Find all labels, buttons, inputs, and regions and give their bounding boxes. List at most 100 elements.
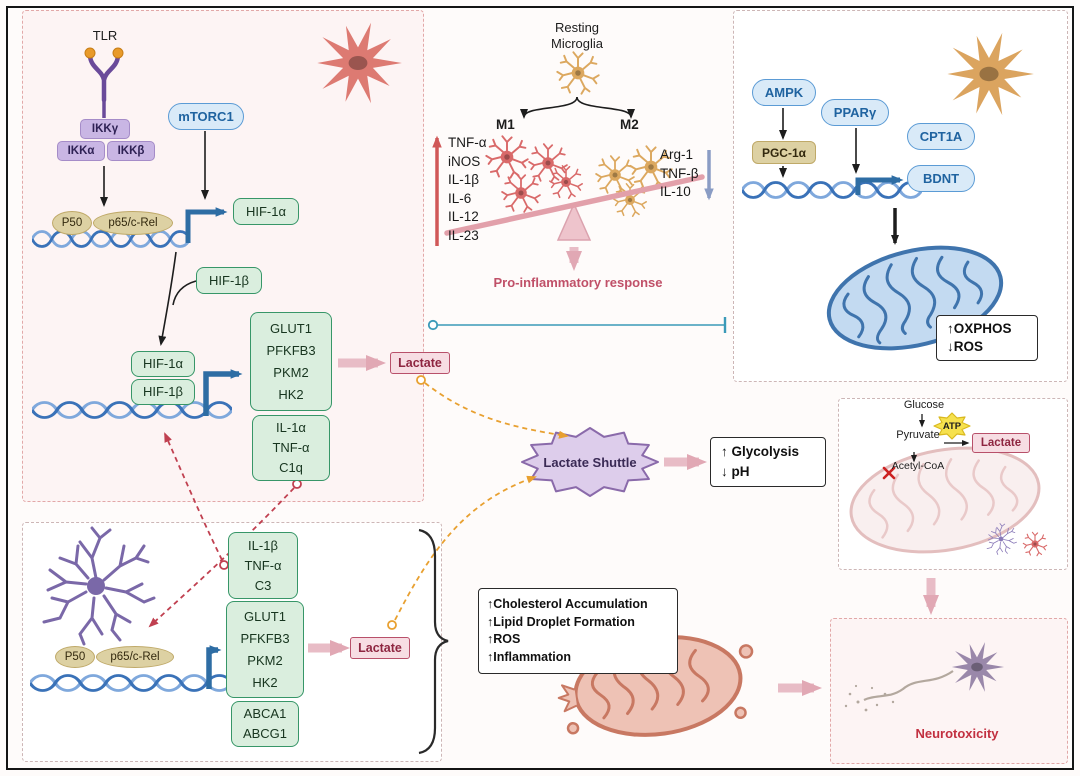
ikk-gamma-box: IKKγ — [80, 119, 130, 139]
oxphos-ros-box: ↑OXPHOS ↓ROS — [936, 315, 1038, 361]
m1-marker-list: TNF-α iNOS IL-1β IL-6 IL-12 IL-23 — [448, 134, 510, 245]
astro-p65-crel-box: p65/c-Rel — [96, 646, 174, 668]
seesaw-icon — [444, 174, 705, 241]
activated-microglia-icon — [317, 22, 402, 104]
m2-marker-list: Arg-1 TNF-β IL-10 — [660, 146, 722, 202]
hif1b-box: HIF-1β — [196, 267, 262, 294]
hif1a-box-2: HIF-1α — [131, 351, 195, 377]
lactate-box-astrocyte: Lactate — [350, 637, 410, 659]
acetyl-coa-label: Acetyl-CoA — [891, 460, 945, 472]
resting-line2: Microglia — [550, 36, 603, 51]
cpt1a-box: CPT1A — [907, 123, 975, 150]
gene-label: GLUT1 — [270, 320, 312, 336]
gene-label: PKM2 — [273, 364, 309, 380]
p65-crel-box: p65/c-Rel — [93, 211, 173, 235]
resting-microglia-label: Resting Microglia — [537, 20, 617, 52]
marker-label: Arg-1 — [660, 147, 694, 162]
astro-panel-arrows — [206, 640, 350, 689]
grouping-brace — [418, 528, 449, 755]
dna-strand-icon — [32, 230, 190, 248]
marker-label: IL-23 — [448, 227, 479, 243]
glycolysis-ph-box: ↑ Glycolysis ↓ pH — [710, 437, 826, 487]
polarization-arrows — [520, 96, 635, 119]
lactate-shuttle-burst — [521, 427, 659, 497]
m2-label: M2 — [620, 117, 639, 132]
glycolysis-label: ↑ Glycolysis — [721, 444, 800, 459]
gene-label: PFKFB3 — [240, 630, 290, 646]
astro-effects-box: ↑Cholesterol Accumulation ↑Lipid Droplet… — [478, 588, 678, 674]
ikk-beta-box: IKKβ — [107, 141, 155, 161]
lactate-shuttle-label: Lactate Shuttle — [543, 455, 637, 470]
ikk-alpha-box: IKKα — [57, 141, 105, 161]
p50-box: P50 — [52, 211, 92, 235]
glycolysis-pathway-arrows — [911, 414, 970, 463]
hif1a-box: HIF-1α — [233, 198, 299, 225]
cytokine-label: IL-1α — [276, 420, 306, 435]
atp-burst-icon — [933, 412, 971, 440]
cytokine-label: C3 — [254, 577, 272, 593]
bdnt-box: BDNT — [907, 165, 975, 192]
marker-label: IL-12 — [448, 209, 479, 224]
ampk-panel-arrows — [779, 108, 904, 245]
tlr-hif-panel — [22, 10, 424, 502]
marker-label: IL-10 — [660, 184, 691, 199]
neurotoxicity-label: Neurotoxicity — [915, 726, 999, 741]
lactate-box-microglia: Lactate — [390, 352, 450, 374]
hif1b-box-2: HIF-1β — [131, 379, 195, 405]
hif-target-genes-box: GLUT1 PFKFB3 PKM2 HK2 — [250, 312, 332, 411]
resting-microglia-icon — [556, 51, 600, 95]
degenerating-neuron-icon — [844, 642, 1005, 712]
tlr-panel-arrows — [100, 100, 386, 416]
gene-label: PKM2 — [247, 652, 283, 668]
gene-label: HK2 — [278, 386, 304, 402]
cytokine-label: C1q — [279, 460, 303, 475]
astro-cytokines-box: IL-1β TNF-α C3 — [228, 532, 298, 599]
resting-line1: Resting — [554, 20, 600, 35]
ph-label: ↓ pH — [721, 464, 750, 479]
pparg-box: PPARγ — [821, 99, 889, 126]
marker-label: iNOS — [448, 153, 481, 169]
glucose-label: Glucose — [903, 399, 945, 411]
marker-label: TNF-α — [448, 135, 487, 150]
effect-label: ↑Cholesterol Accumulation — [487, 597, 648, 611]
transporter-label: ABCA1 — [243, 706, 287, 721]
effect-label: ↑ROS — [487, 632, 521, 646]
pro-inflammatory-label: Pro-inflammatory response — [493, 275, 663, 290]
pgc1a-box: PGC-1α — [752, 141, 816, 164]
effect-label: ↑Inflammation — [487, 649, 572, 664]
small-microglia-icon — [1022, 531, 1048, 557]
astrocyte-icon — [42, 526, 156, 646]
tlr-receptor-icon — [84, 47, 124, 103]
marker-label: IL-6 — [448, 190, 472, 206]
marker-label: TNF-β — [660, 165, 699, 181]
dna-strand-icon — [32, 400, 232, 420]
transporter-label: ABCG1 — [242, 726, 288, 741]
oxphos-label: ↑OXPHOS — [947, 321, 1012, 336]
ampk-box: AMPK — [752, 79, 816, 106]
lactate-box-metabolism: Lactate — [972, 433, 1030, 453]
effect-label: ↑Lipid Droplet Formation — [487, 614, 635, 629]
cytokine-label: TNF-α — [272, 440, 310, 455]
blocked-x-icon — [882, 466, 896, 480]
astro-transporters-box: ABCA1 ABCG1 — [231, 701, 299, 747]
mitochondria-faded-icon — [849, 446, 1041, 554]
ros-label: ↓ROS — [947, 339, 984, 354]
gene-label: HK2 — [252, 674, 278, 690]
dna-strand-icon — [30, 673, 232, 693]
cytokine-label: IL-1β — [248, 537, 278, 553]
healthy-neuron-cell-icon — [947, 32, 1034, 116]
gene-label: PFKFB3 — [266, 342, 316, 358]
astro-genes-box: GLUT1 PFKFB3 PKM2 HK2 — [226, 601, 304, 698]
cytokine-label: TNF-α — [244, 557, 282, 573]
mtorc1-box: mTORC1 — [168, 103, 244, 130]
lactate-dashed-routes — [387, 375, 569, 630]
dna-strand-icon — [742, 180, 922, 200]
atp-label: ATP — [942, 421, 962, 432]
tlr-label: TLR — [92, 28, 118, 43]
gene-label: GLUT1 — [244, 608, 286, 624]
pyruvate-label: Pyruvate — [896, 429, 940, 441]
astro-p50-box: P50 — [55, 646, 95, 668]
microglia-cytokines-box: IL-1α TNF-α C1q — [252, 415, 330, 481]
lactate-inhibition-line — [427, 317, 727, 333]
